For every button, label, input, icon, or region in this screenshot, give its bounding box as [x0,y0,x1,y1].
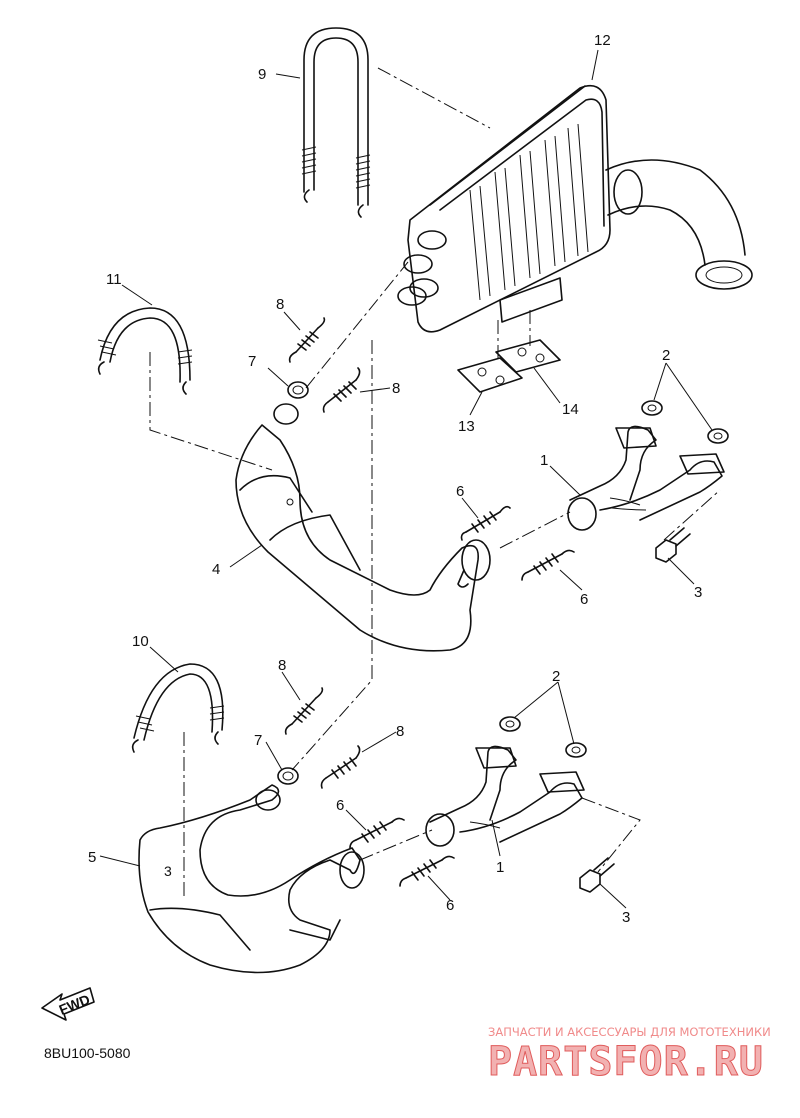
part-8-spring-upper-b [322,367,361,413]
callout-8: 8 [392,380,400,397]
part-14-bracket [495,339,561,373]
callout-numbers: 9 12 11 8 7 8 13 14 2 1 6 4 6 3 10 8 7 8… [88,32,702,926]
part-7-gasket-lower [277,767,299,785]
callout-2: 2 [662,347,670,364]
callout-14: 14 [562,401,579,418]
fwd-arrow-icon: FWD [41,987,95,1021]
part-1-y-pipe-upper [567,425,725,531]
part-8-spring-lower-b [320,745,361,789]
callout-3: 3 [694,584,702,601]
part-13-bracket [457,357,523,393]
callout-6: 6 [580,591,588,608]
callout-4: 4 [212,561,220,578]
callout-5: 5 [88,849,96,866]
part-12-muffler [397,84,753,333]
part-8-spring-upper-a [288,317,326,363]
callout-6: 6 [456,483,464,500]
part-11-spring-wire [97,307,193,395]
callout-8: 8 [276,296,284,313]
part-6-spring-upper-a [460,505,511,541]
callout-12: 12 [594,32,611,49]
callout-8: 8 [396,723,404,740]
part-6-spring-lower-b [399,855,455,887]
callout-13: 13 [458,418,475,435]
part-9-spring-wire [301,27,371,218]
diagram-code: 8BU100-5080 [44,1045,131,1061]
callout-7: 7 [248,353,256,370]
callout-11: 11 [106,271,122,288]
part-2-washers-upper [641,400,729,444]
part-3-bolt-lower [579,857,615,893]
callout-9: 9 [258,66,266,83]
watermark: ЗАПЧАСТИ И АКСЕССУАРЫ ДЛЯ МОТОТЕХНИКИ PA… [488,1025,771,1086]
part-1-y-pipe-lower [425,745,585,847]
callout-1: 1 [496,859,504,876]
part-7-gasket-upper [287,381,309,399]
part-4-expansion-chamber [235,403,491,652]
part-8-spring-lower-a [284,687,324,735]
callout-8: 8 [278,657,286,674]
assembly-lines [149,67,721,900]
part-10-spring-wire [131,663,225,753]
callout-3: 3 [622,909,630,926]
svg-text:3: 3 [164,863,172,879]
callout-10: 10 [132,633,149,650]
callout-6: 6 [446,897,454,914]
part-6-spring-lower-a [349,817,405,849]
callout-leaders [99,49,713,909]
watermark-brand: PARTSFOR.RU [488,1039,764,1085]
callout-6: 6 [336,797,344,814]
part-6-spring-upper-b [521,549,575,581]
part-5-expansion-chamber: 3 [138,784,365,974]
part-2-washers-lower [499,716,587,758]
callout-1: 1 [540,452,548,469]
part-3-bolt-upper [655,527,691,563]
watermark-tagline: ЗАПЧАСТИ И АКСЕССУАРЫ ДЛЯ МОТОТЕХНИКИ [488,1025,771,1039]
callout-2: 2 [552,668,560,685]
callout-7: 7 [254,732,262,749]
